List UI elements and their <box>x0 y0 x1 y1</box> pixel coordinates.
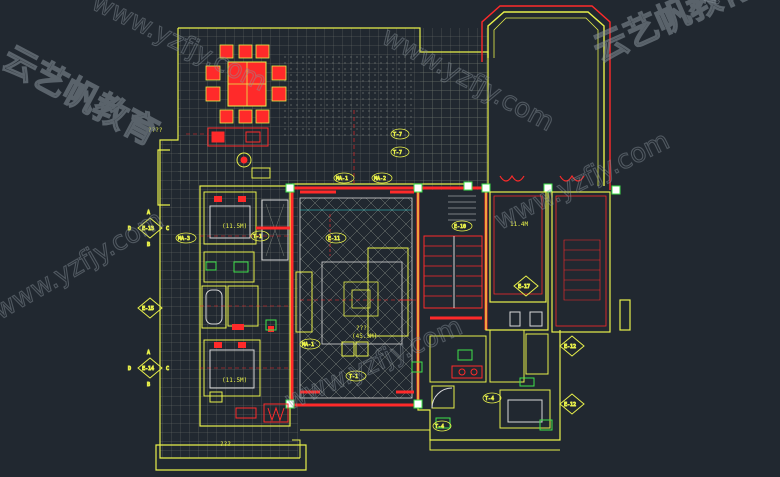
svg-text:T-1: T-1 <box>253 234 262 240</box>
watermark-cn-right: 云艺帆教育 <box>587 0 759 70</box>
marker-e13: E-13 A B D C <box>128 210 170 249</box>
tag-t4-a: T-4 <box>432 420 452 432</box>
red-beams <box>256 190 482 394</box>
bedroom-beds <box>214 196 274 348</box>
svg-text:B: B <box>147 242 150 248</box>
tag-ma1: MA-1 <box>333 172 355 184</box>
svg-text:C: C <box>166 366 169 372</box>
svg-text:T-7: T-7 <box>393 132 402 138</box>
room-area: (45.3M) <box>352 333 377 340</box>
watermark-cn-left: 云艺帆教育 <box>0 39 165 154</box>
kitchen-area <box>429 311 551 429</box>
svg-text:E-15: E-15 <box>142 306 154 312</box>
tag-t1-b: T-1 <box>345 370 367 382</box>
bay-window <box>481 5 611 190</box>
tag-e11: E-11 <box>325 232 347 244</box>
bedroom-area-top: (11.5M) <box>222 223 247 230</box>
svg-text:E-12: E-12 <box>564 344 576 350</box>
tag-t1-a: T-1 <box>250 230 270 242</box>
tag-ma4: MA-1 <box>299 338 321 350</box>
marker-e14: E-14 A B D C <box>128 350 170 389</box>
bottom-boundary <box>292 429 560 458</box>
left-rooms <box>201 191 289 423</box>
svg-text:D: D <box>128 366 131 372</box>
svg-text:E-10: E-10 <box>454 224 466 230</box>
svg-text:T-1: T-1 <box>349 374 358 380</box>
svg-text:E-17: E-17 <box>518 284 530 290</box>
svg-text:B: B <box>147 382 150 388</box>
marker-e12-a: E-12 <box>559 335 585 357</box>
tag-t7-a: T-7 <box>390 128 410 140</box>
svg-text:T-4: T-4 <box>435 424 444 430</box>
svg-text:E-12: E-12 <box>564 402 576 408</box>
terrace-grid <box>160 28 488 458</box>
svg-text:T-7: T-7 <box>393 150 402 156</box>
tag-t7-b: T-7 <box>390 146 410 158</box>
svg-text:A: A <box>147 210 150 216</box>
svg-text:E-11: E-11 <box>328 236 340 242</box>
svg-text:C: C <box>166 226 169 232</box>
wall-posts <box>285 181 621 409</box>
elevation-markers: E-13 A B D C E-15 E-14 A B D C E-17 E-12 <box>128 210 585 415</box>
svg-text:E-14: E-14 <box>142 366 154 372</box>
marker-e15: E-15 <box>137 297 163 319</box>
tag-ma2: MA-2 <box>371 172 393 184</box>
dimension-lines <box>186 110 418 369</box>
svg-text:D: D <box>128 226 131 232</box>
oval-tags: T-7 T-7 T-1 T-1 T-4 T-4 MA-1 MA-2 MA-3 M… <box>175 128 502 432</box>
svg-text:T-4: T-4 <box>485 396 494 402</box>
marker-e17: E-17 <box>513 275 539 297</box>
tag-ma3: MA-3 <box>175 232 197 244</box>
dining-table <box>205 44 287 124</box>
staircase <box>423 195 483 309</box>
svg-text:MA-1: MA-1 <box>336 176 348 182</box>
terrace-boundary <box>155 27 489 471</box>
svg-text:E-13: E-13 <box>142 226 154 232</box>
svg-text:MA-2: MA-2 <box>374 176 386 182</box>
svg-text:A: A <box>147 350 150 356</box>
svg-text:MA-3: MA-3 <box>178 236 190 242</box>
bedroom-area-bottom: (11.5M) <box>222 377 247 384</box>
tag-t4-b: T-4 <box>482 392 502 404</box>
kitchen-area-label: 11.4M <box>510 221 528 228</box>
room-name: ??? <box>356 325 367 332</box>
green-fixtures <box>205 261 553 431</box>
top-left-note: ???? <box>148 127 163 134</box>
marker-e12-b: E-12 <box>559 393 585 415</box>
tag-e10: E-10 <box>451 220 473 232</box>
terrace-furniture <box>207 127 271 179</box>
plan-labels: ???? ??? ??? (45.3M) (11.5M) (11.5M) 11.… <box>148 127 528 448</box>
living-room <box>295 197 413 399</box>
svg-text:MA-1: MA-1 <box>302 342 314 348</box>
bottom-note: ??? <box>220 441 231 448</box>
right-rooms <box>489 174 631 333</box>
